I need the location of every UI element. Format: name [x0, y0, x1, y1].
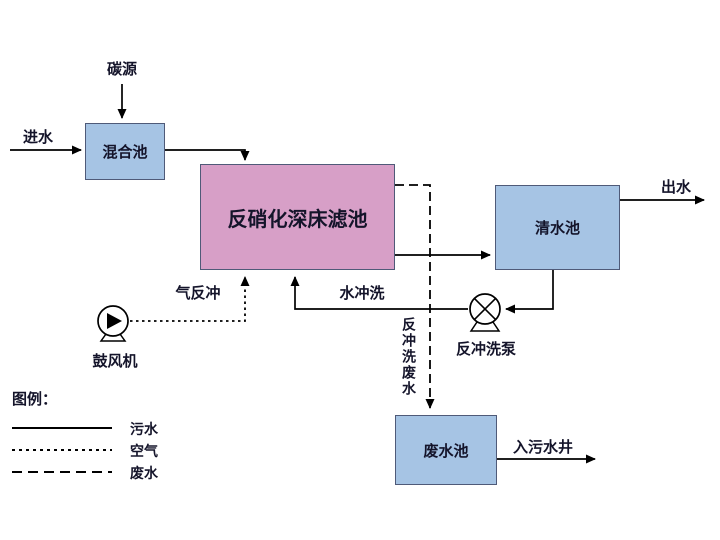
- backwash-wastewater-label: 反冲洗废水: [400, 317, 416, 397]
- blower-label: 鼓风机: [92, 352, 138, 370]
- mixing-to-filter-line: [165, 149, 250, 161]
- legend-item-sewage: 污水: [130, 422, 158, 438]
- clear-water-tank-label: 清水池: [534, 219, 580, 237]
- air-backwash-label: 气反冲: [175, 284, 221, 302]
- node-waste-water-tank: 废水池: [395, 415, 497, 485]
- mixing-tank-label: 混合池: [102, 143, 148, 161]
- water-wash-line: [290, 276, 468, 310]
- denitrification-filter-label: 反硝化深床滤池: [227, 206, 368, 231]
- backwash-pump-label: 反冲洗泵: [455, 340, 516, 358]
- water-wash-label: 水冲洗: [339, 284, 385, 302]
- waste-water-tank-label: 废水池: [423, 441, 469, 460]
- backwash-wastewater-line: [395, 184, 435, 409]
- legend-item-air: 空气: [130, 444, 158, 460]
- effluent-label: 出水: [660, 178, 691, 196]
- legend-title: 图例：: [12, 390, 58, 408]
- clear-tank-to-pump-line: [505, 270, 554, 314]
- node-mixing-tank: 混合池: [85, 123, 165, 180]
- influent-label: 进水: [22, 128, 53, 146]
- backwash-pump-icon: [469, 293, 501, 332]
- node-denitrification-filter: 反硝化深床滤池: [200, 164, 395, 270]
- node-clear-water-tank: 清水池: [495, 185, 620, 270]
- to-sewage-well-label: 入污水井: [512, 438, 573, 456]
- carbon-source-label: 碳源: [106, 60, 137, 78]
- air-backwash-line: [130, 276, 250, 322]
- legend-item-wastewater: 废水: [130, 466, 158, 482]
- blower-icon: [97, 305, 129, 342]
